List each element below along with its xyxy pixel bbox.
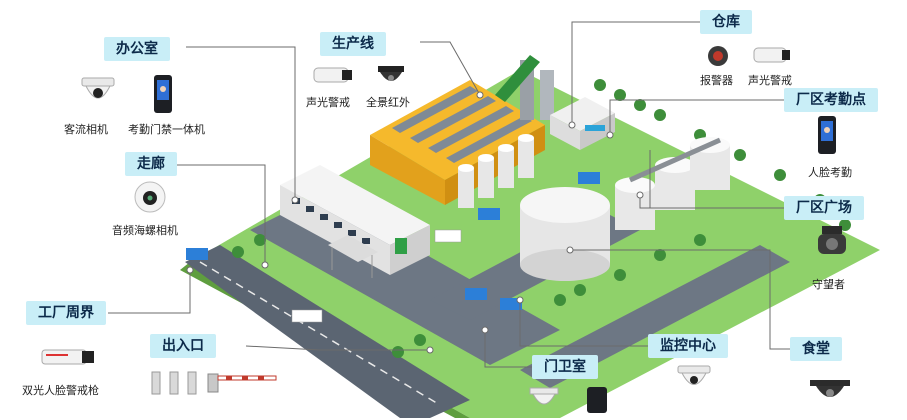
label-monitor: 监控中心	[648, 334, 728, 358]
canteen-camera-icon	[810, 380, 850, 397]
device-sound-light-warning-2: 声光警戒	[748, 74, 792, 87]
alarm-icon	[708, 46, 728, 66]
device-face-attendance: 人脸考勤	[808, 166, 852, 179]
barrier-gate-icon	[207, 373, 277, 393]
label-entrance: 出入口	[150, 334, 216, 358]
turnstile-icon	[151, 371, 197, 395]
label-corridor: 走廊	[125, 152, 177, 176]
device-access-terminal: 考勤门禁一体机	[128, 123, 205, 136]
device-passenger-camera: 客流相机	[64, 123, 108, 136]
device-panoramic-ir: 全景红外	[366, 96, 410, 109]
gatehouse-camera-icon	[529, 387, 559, 405]
warning-bullet-camera-icon	[753, 47, 790, 63]
monitor-dome-camera-icon	[677, 365, 711, 385]
label-office: 办公室	[104, 37, 170, 61]
label-plaza: 厂区广场	[784, 196, 864, 220]
device-dual-light-face-gun: 双光人脸警戒枪	[22, 384, 99, 397]
label-perimeter: 工厂周界	[26, 301, 106, 325]
conch-camera-icon	[134, 181, 166, 213]
label-canteen: 食堂	[790, 337, 842, 361]
device-sound-light-warning: 声光警戒	[306, 96, 350, 109]
device-watcher: 守望者	[812, 278, 845, 291]
label-gatehouse: 门卫室	[532, 355, 598, 379]
label-production: 生产线	[320, 32, 386, 56]
face-terminal-icon	[818, 116, 836, 154]
panoramic-camera-icon	[378, 66, 404, 81]
label-warehouse: 仓库	[700, 10, 752, 34]
gun-camera-icon	[41, 349, 94, 365]
dome-camera-icon	[81, 77, 115, 99]
access-terminal-icon	[154, 75, 172, 113]
device-alarm: 报警器	[700, 74, 733, 87]
label-attendance: 厂区考勤点	[784, 88, 878, 112]
bullet-camera-icon	[313, 67, 352, 83]
watcher-camera-icon	[818, 226, 846, 254]
device-audio-conch-camera: 音频海螺相机	[112, 224, 178, 237]
gatehouse-terminal-icon	[587, 387, 607, 413]
